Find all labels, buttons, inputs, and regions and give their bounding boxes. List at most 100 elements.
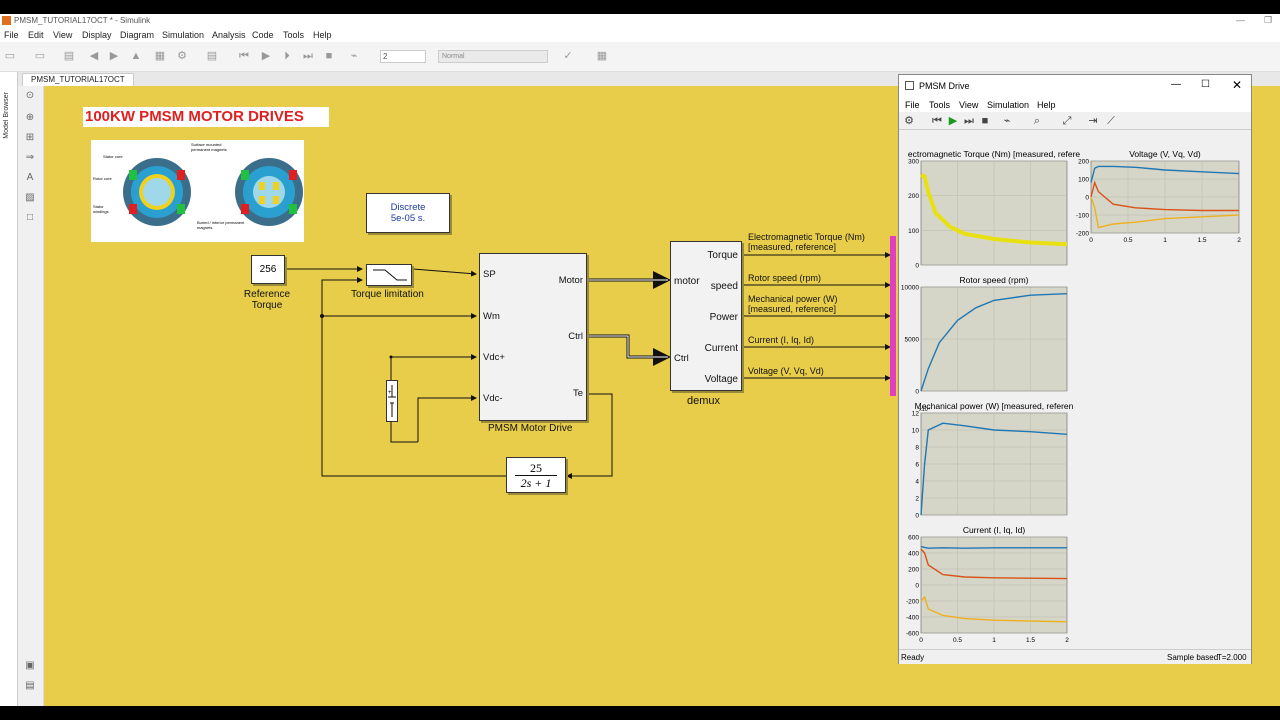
torque-limitation-block[interactable] [366, 264, 412, 286]
menu-analysis[interactable]: Analysis [212, 30, 246, 40]
scope-menu-help[interactable]: Help [1037, 100, 1056, 110]
battery-icon: + [388, 385, 396, 417]
model-explorer-icon[interactable]: ▤ [206, 50, 218, 62]
hide-icon[interactable]: ⊙ [25, 90, 35, 101]
scope-block[interactable] [890, 236, 896, 396]
step-back-icon[interactable]: ⏮ [239, 50, 249, 62]
model-browser-label[interactable]: Model Browser [3, 92, 10, 139]
new-model-icon[interactable]: ▭ [4, 50, 16, 62]
plot-title: Voltage (V, Vq, Vd) [1129, 149, 1201, 159]
reference-torque-constant[interactable]: 256 [251, 255, 285, 284]
port-vdc-minus: Vdc- [483, 393, 503, 404]
fit-view-icon[interactable]: ⊞ [25, 132, 35, 143]
signal-torque-sub: [measured, reference] [748, 242, 837, 252]
y-tick-label: -600 [906, 631, 919, 638]
scope-step-back-icon[interactable]: ⏮ [932, 115, 942, 127]
menu-edit[interactable]: Edit [28, 30, 44, 40]
scope-cursor-icon[interactable]: ⇥ [1088, 115, 1098, 127]
tab-model[interactable]: PMSM_TUTORIAL17OCT [22, 73, 134, 86]
simulation-mode-select[interactable]: Normal [438, 50, 548, 63]
powergui-block[interactable]: Discrete 5e-05 s. [366, 193, 450, 233]
restore-icon[interactable]: ❐ [1264, 15, 1273, 25]
scope-run-icon[interactable]: ▶ [948, 115, 958, 127]
scope-highlight-icon[interactable]: ⌁ [1003, 115, 1011, 127]
x-tick-label: 0 [919, 637, 923, 644]
stop-time-input[interactable]: 2 [380, 50, 426, 63]
stop-icon[interactable]: ■ [325, 50, 333, 62]
scope-icon[interactable]: ⌁ [350, 50, 358, 62]
series-line [920, 595, 1068, 623]
demux-block[interactable]: motor Ctrl Torque speed Power Current Vo… [670, 241, 742, 391]
scope-close-icon[interactable]: ✕ [1232, 78, 1243, 92]
y-tick-label: 0 [915, 513, 919, 520]
menu-simulation[interactable]: Simulation [162, 30, 205, 40]
play-icon[interactable]: ⏵ [284, 50, 290, 62]
forward-icon[interactable]: ▶ [109, 50, 119, 62]
step-forward-icon[interactable]: ⏭ [303, 50, 313, 62]
y-tick-label: 4 [915, 479, 919, 486]
scope-menu-tools[interactable]: Tools [929, 100, 951, 110]
scope-settings-icon[interactable]: ⚙ [904, 115, 914, 127]
demux-in-motor: motor [674, 276, 700, 287]
scope-menu-file[interactable]: File [905, 100, 920, 110]
y-tick-label: 0 [915, 263, 919, 270]
signal-lines [286, 236, 896, 479]
series-line [1090, 180, 1239, 212]
run-icon[interactable]: ▶ [261, 50, 271, 62]
toolbar: ▭ ▭ ▤ ◀ ▶ ▲ ▦ ⚙ ▤ ⏮ ▶ ⏵ ⏭ ■ ⌁ 2 Normal ✓… [0, 42, 1280, 72]
scope-minimize-icon[interactable]: — [1171, 79, 1181, 90]
y-tick-label: -400 [906, 615, 919, 622]
x-tick-label: 1.5 [1197, 237, 1206, 244]
grid-icon[interactable]: ▦ [596, 50, 608, 62]
pmsm-motor-drive-block[interactable]: SP Wm Vdc+ Vdc- Motor Ctrl Te [479, 253, 587, 421]
scope-zoom-icon[interactable]: ⌕ [1033, 115, 1041, 127]
save-icon[interactable]: ▤ [63, 50, 75, 62]
back-icon[interactable]: ◀ [89, 50, 99, 62]
open-icon[interactable]: ▭ [34, 50, 46, 62]
x-tick-label: 2 [1237, 237, 1241, 244]
menu-diagram[interactable]: Diagram [120, 30, 155, 40]
series-line [920, 545, 1067, 549]
zoom-icon[interactable]: ⊕ [25, 112, 35, 123]
scope-menu-simulation[interactable]: Simulation [987, 100, 1030, 110]
scope-toolbar: ⚙ ⏮ ▶ ⏭ ■ ⌁ ⌕ ⤢ ⇥ ⟋ [899, 112, 1251, 130]
scope-scale-icon[interactable]: ⤢ [1062, 115, 1072, 127]
minimize-icon[interactable]: — [1236, 15, 1245, 25]
dc-source-block[interactable]: + [386, 380, 398, 422]
title-bar: PMSM_TUTORIAL17OCT * - Simulink — ❐ [0, 14, 1280, 28]
img-label-stator-core: Stator core [103, 154, 123, 159]
check-icon[interactable]: ✓ [563, 50, 573, 62]
report-icon[interactable]: ▤ [25, 680, 35, 691]
menu-view[interactable]: View [53, 30, 73, 40]
menu-tools[interactable]: Tools [283, 30, 305, 40]
settings-gear-icon[interactable]: ⚙ [177, 50, 187, 62]
scope-step-icon[interactable]: ⏭ [964, 115, 974, 127]
model-browser-strip[interactable]: Model Browser [0, 72, 18, 706]
scope-menu-view[interactable]: View [959, 100, 979, 110]
scope-window: PMSM Drive — ☐ ✕ File Tools View Simulat… [898, 74, 1252, 664]
menu-help[interactable]: Help [313, 30, 332, 40]
up-icon[interactable]: ▲ [130, 50, 142, 62]
scope-maximize-icon[interactable]: ☐ [1201, 79, 1210, 90]
y-tick-label: -200 [906, 599, 919, 606]
menu-file[interactable]: File [4, 30, 19, 40]
menu-display[interactable]: Display [82, 30, 112, 40]
demux-out-voltage: Voltage [704, 374, 738, 385]
library-browser-icon[interactable]: ▦ [154, 50, 166, 62]
img-label-rotor-core: Rotor core [93, 176, 112, 181]
scope-measure-icon[interactable]: ⟋ [1107, 115, 1115, 127]
scope-stop-icon[interactable]: ■ [981, 115, 989, 127]
y-tick-label: 6 [915, 462, 919, 469]
transfer-function-block[interactable]: 25 2s + 1 [506, 457, 566, 493]
annotation-icon[interactable]: A [26, 172, 34, 183]
screenshot-icon[interactable]: ▣ [25, 660, 35, 671]
image-icon[interactable]: ▨ [25, 192, 35, 203]
arrow-icon[interactable]: ⇒ [25, 152, 35, 163]
area-icon[interactable]: □ [26, 212, 34, 223]
menu-code[interactable]: Code [252, 30, 274, 40]
